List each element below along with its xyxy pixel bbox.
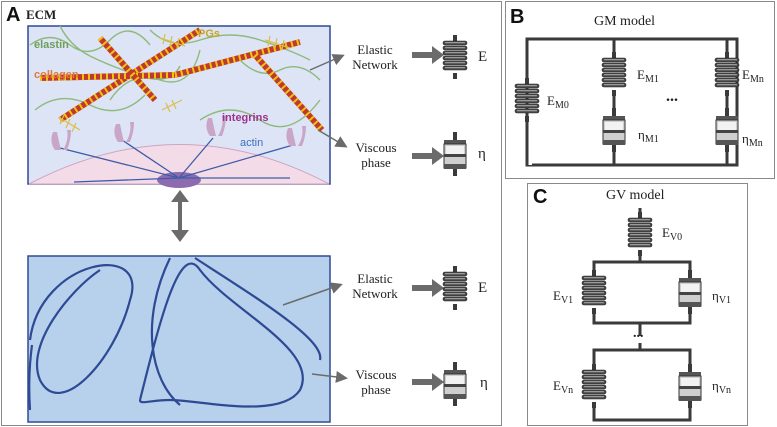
gv-springn-label: EVn [553, 378, 573, 396]
gm-spring0-label: EM0 [547, 93, 569, 111]
viscous-phase-label-bottom: Viscous phase [346, 367, 406, 397]
elastic-network-label-top: Elastic Network [345, 42, 405, 72]
panel-a-title: ECM [26, 7, 57, 22]
gv-dash1-label: ηV1 [712, 288, 731, 306]
actin-label: actin [240, 137, 264, 149]
panel-c-title: GV model [606, 188, 665, 203]
viscous-line2: phase [361, 155, 391, 170]
gv-spring0-base: E [662, 225, 670, 240]
dashpot-icon-hydrogel [443, 361, 467, 407]
gm-branch-lines [612, 39, 729, 165]
panel-b-letter: B [510, 6, 525, 28]
gv-dashn-sub: Vn [718, 385, 732, 396]
thick-arrows [412, 46, 444, 391]
gv-dashn-base: η [712, 378, 719, 393]
pgs-shapes [59, 33, 291, 133]
viscous-line1: Viscous [355, 140, 397, 155]
gv-dashpot1-icon [678, 269, 702, 315]
gm-spring0-base: E [547, 93, 555, 108]
spring-icon-ecm [442, 34, 468, 80]
gm-springn-icon [714, 51, 740, 97]
panel-b-frame [505, 1, 775, 179]
gm-dash1-label: ηM1 [638, 127, 659, 145]
gm-dashn-label: ηMn [742, 131, 763, 149]
gm-dashn-base: η [742, 131, 749, 146]
gv-spring1-label: EV1 [553, 288, 573, 306]
gm-spring1-label: EM1 [637, 67, 659, 85]
elastic-line2: Network [352, 57, 398, 72]
gm-spring1-sub: M1 [644, 74, 659, 85]
dashpot-icon-ecm [443, 131, 467, 177]
gm-dashpot1-icon [602, 107, 626, 153]
panel-c-frame [527, 183, 748, 426]
gm-dashn-sub: Mn [748, 138, 763, 149]
double-arrow [171, 190, 189, 242]
dashpot-symbol-bottom: η [480, 375, 488, 391]
gv-spring0-icon [627, 211, 653, 257]
ecm-illustration [27, 25, 331, 188]
gm-dashpotn-icon [715, 107, 739, 153]
nucleus [157, 172, 201, 188]
gv-spring1-sub: V1 [560, 295, 574, 306]
gm-dash1-base: η [638, 127, 645, 142]
panel-c-letter: C [533, 186, 548, 208]
gv-spring1-base: E [553, 288, 561, 303]
gv-dashn-label: ηVn [712, 378, 731, 396]
panel-a-letter: A [6, 4, 21, 26]
spring-symbol-top: E [478, 49, 488, 65]
gm-springn-base: E [742, 67, 750, 82]
collagen-fibers [39, 27, 325, 132]
elastin-label: elastin [34, 39, 69, 51]
actin-filaments [59, 137, 294, 183]
gv-spring0-label: EV0 [662, 225, 682, 243]
gm-dash1-sub: M1 [644, 134, 659, 145]
integrins-shapes [51, 116, 306, 150]
viscous-line2-b: phase [361, 382, 391, 397]
gm-spring1-base: E [637, 67, 645, 82]
gv-springn-sub: Vn [560, 385, 574, 396]
pgs-label: PGs [198, 28, 221, 40]
viscous-phase-label-top: Viscous phase [346, 140, 406, 170]
elastic-line2-b: Network [352, 286, 398, 301]
gv-spring0-sub: V0 [669, 232, 683, 243]
dashpot-symbol-top: η [478, 146, 486, 162]
gm-spring0-sub: M0 [554, 100, 569, 111]
gv-dash1-sub: V1 [718, 295, 732, 306]
elastic-line1-b: Elastic [357, 271, 393, 286]
gm-springn-sub: Mn [749, 74, 764, 85]
gv-ellipsis: ... [633, 326, 644, 341]
elastic-line1: Elastic [357, 42, 393, 57]
viscous-line1-b: Viscous [355, 367, 397, 382]
polymer-chain [28, 257, 322, 411]
elastic-network-label-bottom: Elastic Network [345, 271, 405, 301]
gm-ellipsis: ... [666, 88, 678, 105]
spring-icon-hydrogel [442, 265, 468, 311]
panel-a-frame [1, 1, 502, 426]
hydrogel-illustration [27, 255, 331, 423]
cell-body [28, 144, 330, 185]
spring-symbol-bottom: E [478, 280, 488, 296]
gm-springn-label: EMn [742, 67, 764, 85]
collagen-label: collagen [34, 69, 79, 81]
gv-dashpotn-icon [678, 363, 702, 409]
pointer-arrows [282, 54, 348, 383]
gm-spring1-icon [601, 51, 627, 97]
integrins-label: integrins [222, 112, 269, 124]
panel-b-title: GM model [594, 14, 656, 29]
gv-dash1-base: η [712, 288, 719, 303]
gv-springn-base: E [553, 378, 561, 393]
